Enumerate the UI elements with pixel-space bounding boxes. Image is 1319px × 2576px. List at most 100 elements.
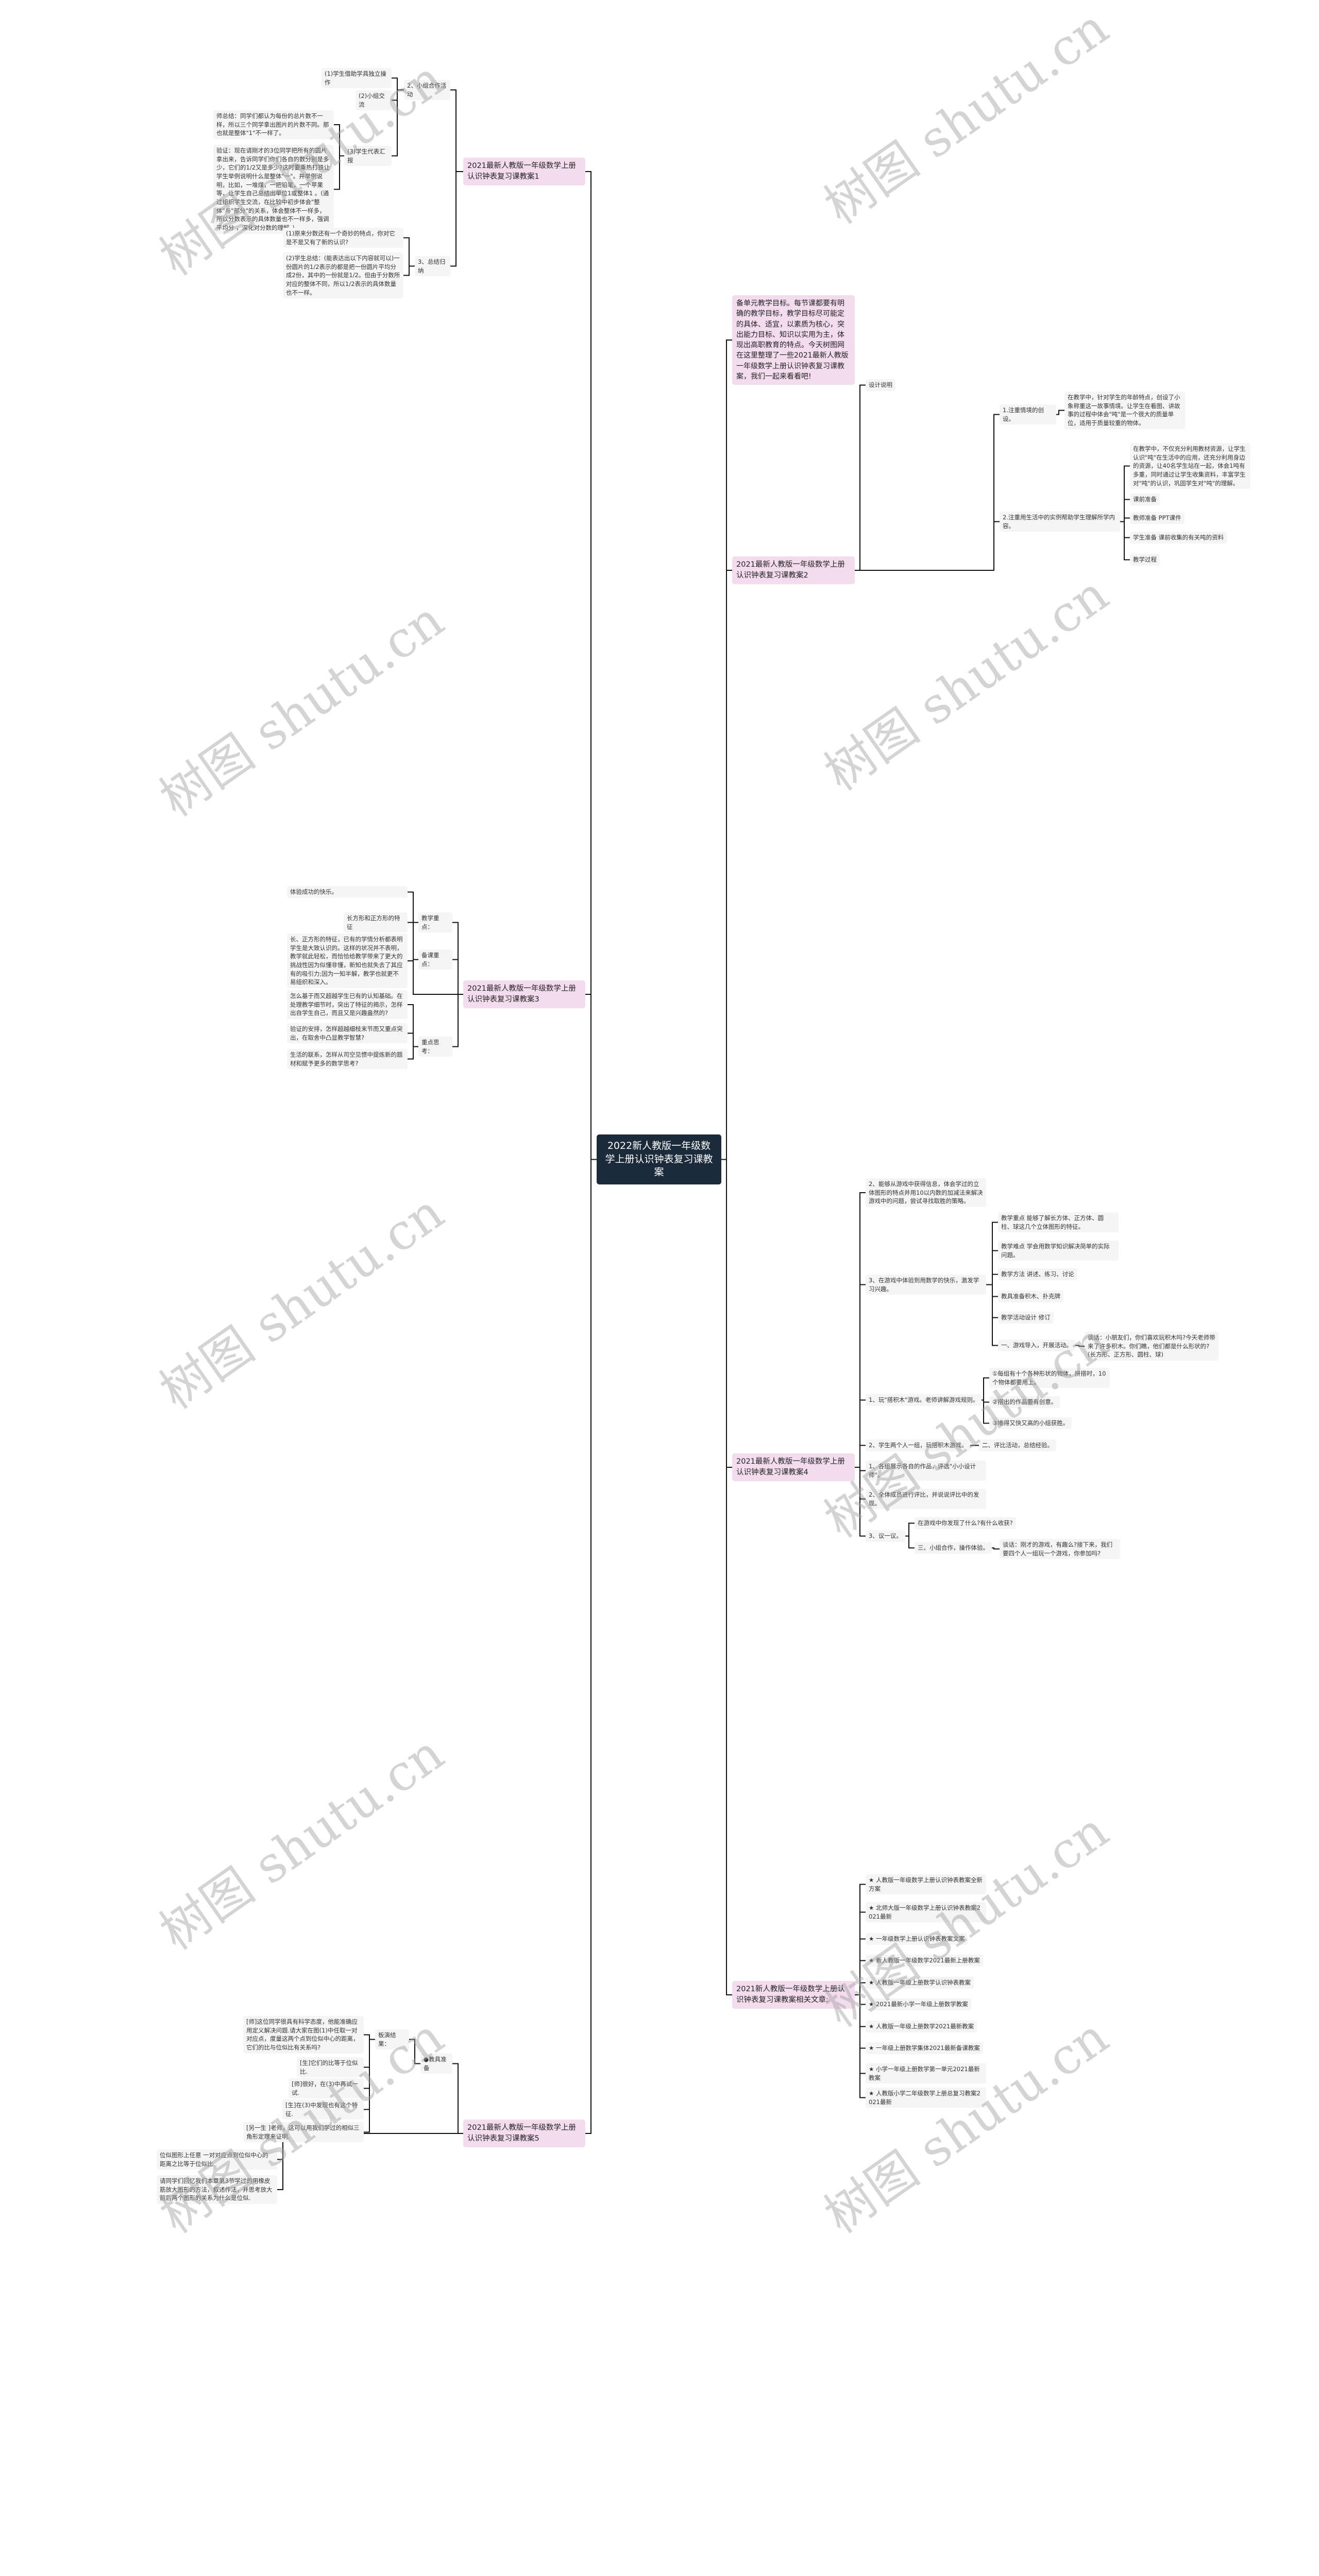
related-article-link[interactable]: ★ 小学一年级上册数学第一单元2021最新教案 [866,2063,986,2084]
list-item[interactable]: 教学重点 能够了解长方体、正方体、圆柱、球这几个立体图形的特征。 [998,1212,1119,1233]
connector-line [408,891,463,995]
list-item[interactable]: 验证的安排，怎样超越细枝末节而又重点突出，在取舍中凸显教学智慧? [287,1023,408,1044]
connector-line [855,384,866,571]
list-item[interactable]: 请同学们回忆我们本章第3节学过的用橡皮筋放大图形的方法，叙述作法，并思考放大前后… [157,2175,277,2205]
list-item[interactable]: 在游戏中你发现了什么?有什么收获? [915,1517,1016,1529]
list-item[interactable]: 长、正方形的特征，已有的学情分析都表明学生是大致认识的。这样的状况并不表明，教学… [287,934,408,989]
activity-building-blocks[interactable]: 1、玩"搭积木"游戏。老师讲解游戏规则。 [866,1394,982,1406]
list-item[interactable]: 怎么基于而又超越学生已有的认知基础。在处理教学细节时，突出了特征的揭示，怎样出自… [287,990,408,1020]
branch-lesson-plan-2[interactable]: 2021最新人教版一年级数学上册认识钟表复习课教案2 [732,556,855,585]
related-article-link[interactable]: ★ 人教版一年级上册数学认识钟表教案 [866,1977,974,1989]
list-item[interactable]: 教学难点 学会用数学知识解决简单的实际问题。 [998,1241,1119,1261]
teaching-focus[interactable]: 教学重点： [418,912,452,933]
related-article-link[interactable]: ★ 一年级数学上册认识钟表教案文案 [866,1933,968,1945]
list-item[interactable]: [师]很好，在(3)中再试一试. [289,2078,364,2099]
list-item[interactable]: (1)学生借助学具独立操作 [322,68,392,89]
list-item[interactable]: 教具准备积木、扑克牌 [998,1291,1063,1302]
point-1-detail[interactable]: 在教学中，针对学生的年龄特点，创设了小象称重这一故事情境。让学生在看图、讲故事的… [1064,392,1185,429]
connector-line [452,994,463,1047]
activity-showcase[interactable]: 1、各组展示各自的作品，评选"小小设计师"。 [866,1461,986,1481]
connector-line [855,1938,866,1995]
list-item[interactable]: 体验成功的快乐。 [287,886,408,898]
objective-2[interactable]: 2、能够从游戏中获得信息，体会学过的立体图形的特点并用10以内数的加减法来解决游… [866,1178,986,1208]
related-article-link[interactable]: ★ 2021最新小学一年级上册数学教案 [866,1998,971,2010]
branch-lesson-plan-3[interactable]: 2021最新人教版一年级数学上册认识钟表复习课教案3 [463,980,585,1009]
connector-line [408,1004,418,1047]
list-item[interactable]: 验证：现在请刚才的3位同学把所有的圆片拿出来，告诉同学们你们各自的数分别是多少，… [213,145,334,234]
list-item[interactable]: ③堆得又快又高的小组获胜。 [989,1417,1072,1429]
connector-line [392,89,404,101]
branch-lesson-plan-5[interactable]: 2021最新人教版一年级数学上册认识钟表复习课教案5 [463,2120,585,2148]
list-item[interactable]: [师]这位同学很具有科学态度，他能准确应用定义解决问题.请大家在图(1)中任取一… [243,2016,364,2054]
connector-line [905,1535,915,1549]
list-item[interactable]: ①每组有十个各种形状的物体，拼搭时，10个物体都要用上。 [989,1368,1110,1388]
watermark: 树图 shutu.cn [149,1183,454,1420]
related-article-link[interactable]: ★ 人教版小学二年级数学上册总复习教案2021最新 [866,2088,986,2108]
point-1[interactable]: 1.注重情境的创设。 [1000,404,1056,425]
related-article-link[interactable]: ★ 人教版一年级上册数学2021最新教案 [866,2021,977,2032]
key-thinking[interactable]: 重点思考： [418,1037,452,1057]
board-results[interactable]: 板演结果： [375,2029,409,2050]
point-2[interactable]: 2.注重用生活中的实例帮助学生理解所学内容。 [1000,512,1120,532]
group-activity[interactable]: 2、小组合作活动 [404,80,450,100]
list-item[interactable]: 教学活动设计 修订 [998,1312,1054,1324]
list-item[interactable]: 三、小组合作，操作体验。 [915,1542,992,1554]
connector-line [1120,499,1130,522]
branch-related-articles[interactable]: 2021新人教版一年级数学上册认识钟表复习课教案相关文章: [732,1981,855,2009]
list-item[interactable]: 位似图形上任意 一对对应点到位似中心的距离之比等于位似比. [157,2149,277,2170]
list-item[interactable]: (3)学生代表汇报 [344,146,392,166]
activity-discuss[interactable]: 3、议一议。 [866,1530,905,1542]
central-topic[interactable]: 2022新人教版一年级数学上册认识钟表复习课教案 [597,1134,721,1184]
connector-line [855,414,1000,571]
list-item[interactable]: (1)原来分数还有一个奇妙的特点，你对它是不是又有了新的认识? [283,228,403,248]
list-item[interactable]: 一、游戏导入，开展活动。 [998,1340,1075,1351]
branch-lesson-plan-1[interactable]: 2021最新人教版一年级数学上册认识钟表复习课教案1 [463,158,585,186]
connector-line [855,1884,866,1995]
list-item[interactable]: 课前准备 [1130,494,1160,505]
list-item[interactable]: ②搭出的作品要有创意。 [989,1396,1060,1408]
connector-line [1120,465,1130,522]
summary[interactable]: 3、总结归纳 [415,256,450,277]
teaching-tools[interactable]: ●教具准备 [420,2054,452,2074]
list-item[interactable]: 教学过程 [1130,554,1160,566]
preparation-focus[interactable]: 备课重点： [418,950,452,970]
connector-line [392,77,404,91]
list-item[interactable]: 在教学中，不仅充分利用教材资源，让学生认识"吨"在生活中的应用，还充分利用身边的… [1130,443,1250,489]
design-notes[interactable]: 设计说明 [866,379,895,391]
connector-line [992,1547,1000,1550]
connector-line [364,2039,375,2110]
connector-line [585,1159,597,2134]
list-item[interactable]: [生]在(3)中发现也有这个特征. [282,2099,364,2120]
list-item[interactable]: 长方形和正方形的特征 [344,912,408,933]
intro-summary[interactable]: 备单元教学目标。每节课都要有明确的教学目标，教学目标尽可能定的具体、适宜，以素质… [732,295,855,385]
list-item[interactable]: 学生准备 课前收集的有关吨的资料 [1130,532,1227,544]
connector-line [392,89,404,157]
connector-line [855,1399,866,1468]
connector-line [986,1274,998,1285]
related-article-link[interactable]: ★ 一年级上册数学集体2021最新备课教案 [866,2042,983,2054]
list-item[interactable]: 生活的联系，怎样从司空见惯中提炼新的题材和赋予更多的数学思考? [287,1049,408,1070]
list-item[interactable]: 谈话：小朋友们，你们喜欢玩积木吗?今天老师带来了许多积木。你们瞧，他们都是什么形… [1085,1332,1219,1361]
list-item[interactable]: 师总结：同学们都认为每份的总片数不一样，所以三个同学拿出图片的片数不同。那也就是… [213,110,334,140]
list-item[interactable]: 谈话：刚才的游戏，有趣么?接下来，我们要四个人一组玩一个游戏，你参加吗? [1000,1539,1120,1560]
list-item[interactable]: [生]它们的比等于位似比. [297,2057,364,2078]
list-item[interactable]: [另一生 ]老师，这可以用我们学过的相似三角形定理来证明. [243,2122,364,2143]
list-item[interactable]: (2)学生总结：(能表达出以下内容就可以)一份圆片的1/2表示的都是把一份圆片平… [283,252,403,299]
related-article-link[interactable]: ★ 北师大版一年级数学上册认识钟表教案2021最新 [866,1902,986,1923]
connector-line [1056,410,1064,415]
related-article-link[interactable]: ★ 人教版一年级数学上册认识钟表教案全新方案 [866,1874,986,1895]
objective-3[interactable]: 3、在游戏中体验到用数学的快乐，激发学习兴趣。 [866,1275,986,1295]
list-item[interactable]: 二、评比活动，总结经验。 [979,1439,1056,1451]
connector-line [855,1994,866,2098]
activity-pairs[interactable]: 2、学生两个人一组，玩搭积木游戏。 [866,1439,971,1451]
activity-evaluate[interactable]: 2、全体成员进行评比，并说说评比中的发现。 [866,1489,986,1510]
list-item[interactable]: 教学方法 讲述、练习、讨论 [998,1268,1077,1280]
branch-lesson-plan-4[interactable]: 2021最新人教版一年级数学上册认识钟表复习课教案4 [732,1453,855,1482]
list-item[interactable]: 教师准备 PPT课件 [1130,512,1185,524]
connector-line [452,2063,463,2134]
related-article-link[interactable]: ★ 新人教版一年级数学2021最新上册教案 [866,1955,983,1967]
connector-line [855,1445,866,1468]
connector-line [334,124,344,157]
list-item[interactable]: (2)小组交流 [356,90,392,111]
connector-line [1120,521,1130,561]
